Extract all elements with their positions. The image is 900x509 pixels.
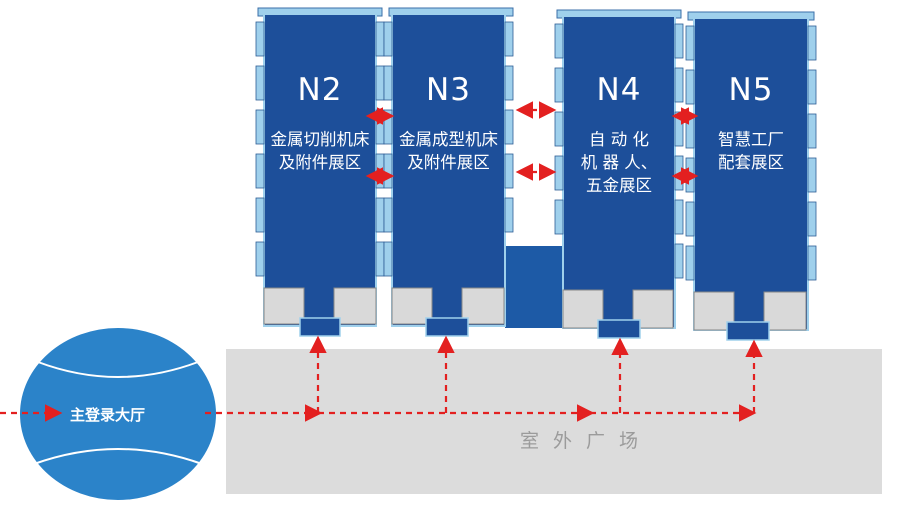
hall-connector xyxy=(505,246,563,328)
hall-zone-line: 及附件展区 xyxy=(278,153,362,172)
plaza-label: 室外广场 xyxy=(520,430,653,452)
hall-zone-line: 智慧工厂 xyxy=(718,130,784,149)
hall-zone-line: 机 器 人、 xyxy=(580,153,658,172)
hall-code: N5 xyxy=(728,72,774,108)
hall-code: N3 xyxy=(426,72,471,108)
hall-zone-line: 五金展区 xyxy=(586,176,652,195)
main-lobby xyxy=(20,328,216,500)
hall-n3-label: N3 金属成型机床 及附件展区 xyxy=(392,72,505,174)
hall-n5 xyxy=(685,11,817,341)
hall-zone-line: 金属成型机床 xyxy=(399,130,498,149)
hall-zone-line: 及附件展区 xyxy=(407,153,490,172)
hall-code: N4 xyxy=(596,72,642,108)
hall-n4-label: N4 自 动 化 机 器 人、 五金展区 xyxy=(563,72,675,197)
hall-n3 xyxy=(383,7,514,337)
outdoor-plaza xyxy=(226,349,882,494)
hall-code: N2 xyxy=(297,72,343,108)
hall-zone-line: 自 动 化 xyxy=(589,130,649,149)
hall-zone-line: 配套展区 xyxy=(718,153,784,172)
lobby-label: 主登录大厅 xyxy=(70,406,146,424)
hall-n5-label: N5 智慧工厂 配套展区 xyxy=(694,72,808,174)
visitor-routes xyxy=(0,101,763,422)
hall-n4 xyxy=(554,9,684,339)
hall-n2-label: N2 金属切削机床 及附件展区 xyxy=(264,72,376,174)
hall-zone-line: 金属切削机床 xyxy=(270,130,370,149)
